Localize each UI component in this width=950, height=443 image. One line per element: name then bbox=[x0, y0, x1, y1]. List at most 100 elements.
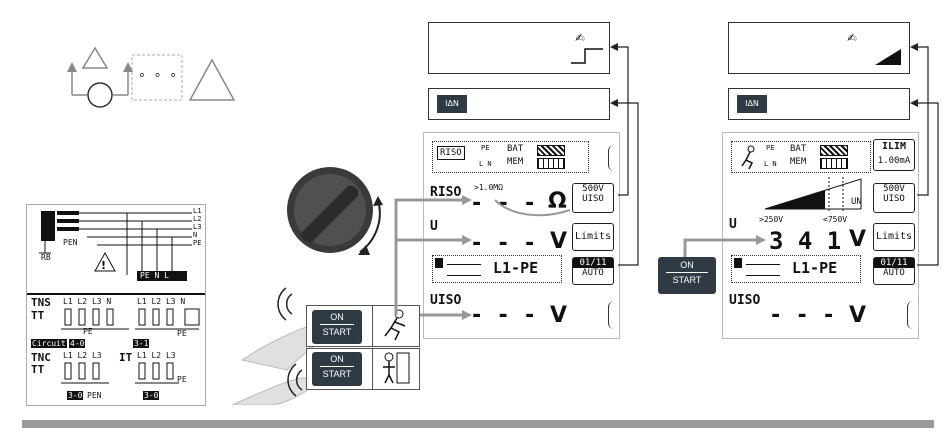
right-status-box: ✍ bbox=[728, 22, 910, 74]
uiso-value-right: - - - bbox=[769, 303, 836, 328]
bracket-right bbox=[907, 301, 916, 329]
uiso-unit-right: V bbox=[849, 303, 867, 328]
u-unit-right: V bbox=[849, 227, 867, 252]
circuit-code-1: 4-0 bbox=[69, 339, 86, 348]
walking-person-icon-frame bbox=[372, 305, 420, 347]
edit-icon-right: ✍ bbox=[847, 27, 857, 46]
bracket-2 bbox=[608, 301, 617, 329]
system-tt-1: TT bbox=[31, 309, 45, 322]
standing-person-icon-frame bbox=[372, 348, 420, 390]
riso-label: RISO bbox=[430, 185, 462, 200]
right-status-row: PE L N BAT MEM bbox=[731, 141, 871, 173]
mem-label: MEM bbox=[507, 157, 524, 167]
limits-button-left[interactable]: Limits bbox=[572, 223, 614, 251]
circuit-code-4: 3-0 bbox=[143, 391, 160, 400]
u-label-right: U bbox=[729, 217, 737, 232]
circuit-code-2: 3-1 bbox=[133, 339, 150, 348]
tnc-lines: L1 L2 L3 bbox=[63, 351, 102, 360]
ln-symbol-right: L N bbox=[764, 160, 777, 168]
circuit-selector-left[interactable]: L1-PE bbox=[432, 255, 562, 283]
u-min: >250V bbox=[759, 215, 784, 224]
system-tns: TNS bbox=[31, 296, 51, 309]
tnc-fuses bbox=[61, 362, 179, 384]
tns-lines: L1 L2 L3 N bbox=[63, 297, 112, 306]
pen-label-2: PEN bbox=[87, 391, 102, 400]
circuit-label: L1-PE bbox=[493, 259, 539, 277]
ln-symbol: L N bbox=[479, 160, 492, 168]
riso-range: >1.0MΩ bbox=[474, 183, 503, 192]
tt-lines: L1 L2 L3 N bbox=[137, 297, 186, 306]
tns-fuses bbox=[61, 308, 200, 330]
limits-button-right[interactable]: Limits bbox=[873, 223, 915, 251]
right-idn-box: IΔN bbox=[728, 88, 910, 120]
mem-label-right: MEM bbox=[790, 157, 807, 167]
left-status-box: ✍ bbox=[428, 22, 610, 74]
uiso-value: - - - bbox=[470, 303, 537, 328]
bat-label: BAT bbox=[507, 144, 524, 154]
pen-label: PEN bbox=[63, 238, 78, 247]
bracket bbox=[608, 145, 617, 171]
it-lines: L1 L2 L3 bbox=[137, 351, 176, 360]
walking-person-lcd-icon bbox=[741, 145, 755, 170]
u-value: - - - bbox=[470, 231, 537, 256]
u-max: <750V bbox=[823, 215, 848, 224]
left-status-row: RISO PE L N BAT MEM bbox=[432, 141, 589, 173]
un-label: UN bbox=[851, 197, 862, 207]
battery-icon bbox=[537, 145, 565, 156]
bottom-divider-bar bbox=[22, 420, 934, 428]
uiso-unit: V bbox=[550, 303, 568, 328]
system-tt-2: TT bbox=[31, 363, 45, 376]
test-mode-symbols bbox=[67, 46, 236, 108]
pe-symbol: PE bbox=[481, 144, 490, 152]
dots-symbol: ° ° ° bbox=[138, 72, 178, 87]
riso-value: - - - bbox=[470, 191, 537, 216]
circuit-selector-right[interactable]: L1-PE bbox=[731, 255, 861, 283]
circuit-label: Circuit bbox=[31, 339, 67, 348]
uiso-label-right: UISO bbox=[729, 293, 761, 308]
wiring-diagram: ! bbox=[39, 211, 192, 281]
idn-button-right[interactable]: IΔN bbox=[737, 95, 767, 113]
standing-person-icon bbox=[383, 352, 410, 384]
riso-icon: RISO bbox=[437, 146, 465, 160]
battery-icon-right bbox=[820, 145, 848, 156]
uiso-label: UISO bbox=[430, 293, 462, 308]
cable-icon-right bbox=[746, 264, 780, 276]
lock-icon bbox=[435, 258, 443, 268]
memory-icon bbox=[537, 158, 565, 169]
pe-symbol-right: PE bbox=[766, 144, 775, 152]
circuit-code-3: 3-0 bbox=[67, 391, 84, 400]
ramp-icon bbox=[875, 49, 901, 65]
bat-label-right: BAT bbox=[790, 144, 807, 154]
step-icon bbox=[571, 48, 603, 64]
cable-icon bbox=[447, 264, 481, 276]
pe-n-l-label: PE N L bbox=[140, 271, 169, 280]
riso-unit: Ω bbox=[548, 189, 567, 214]
pe-label-2: PE bbox=[177, 329, 187, 338]
rb-label: RB bbox=[41, 253, 51, 262]
svg-text:!: ! bbox=[101, 259, 106, 272]
memory-icon-right bbox=[820, 158, 848, 169]
u-value-right: 3 4 1 bbox=[769, 227, 842, 255]
circuit-label-right: L1-PE bbox=[792, 259, 838, 277]
pe-label-1: PE bbox=[83, 327, 93, 336]
left-idn-box: IΔN bbox=[428, 88, 610, 120]
ramp-bar-graph bbox=[764, 177, 862, 211]
edit-icon: ✍ bbox=[575, 27, 585, 46]
idn-button-left[interactable]: IΔN bbox=[437, 95, 467, 113]
pe-label-3: PE bbox=[177, 375, 187, 384]
rotary-selector-knob[interactable] bbox=[280, 160, 390, 265]
left-lcd-display: RISO PE L N BAT MEM RISO >1.0MΩ - - - Ω … bbox=[423, 132, 620, 339]
system-it: IT bbox=[119, 351, 133, 364]
